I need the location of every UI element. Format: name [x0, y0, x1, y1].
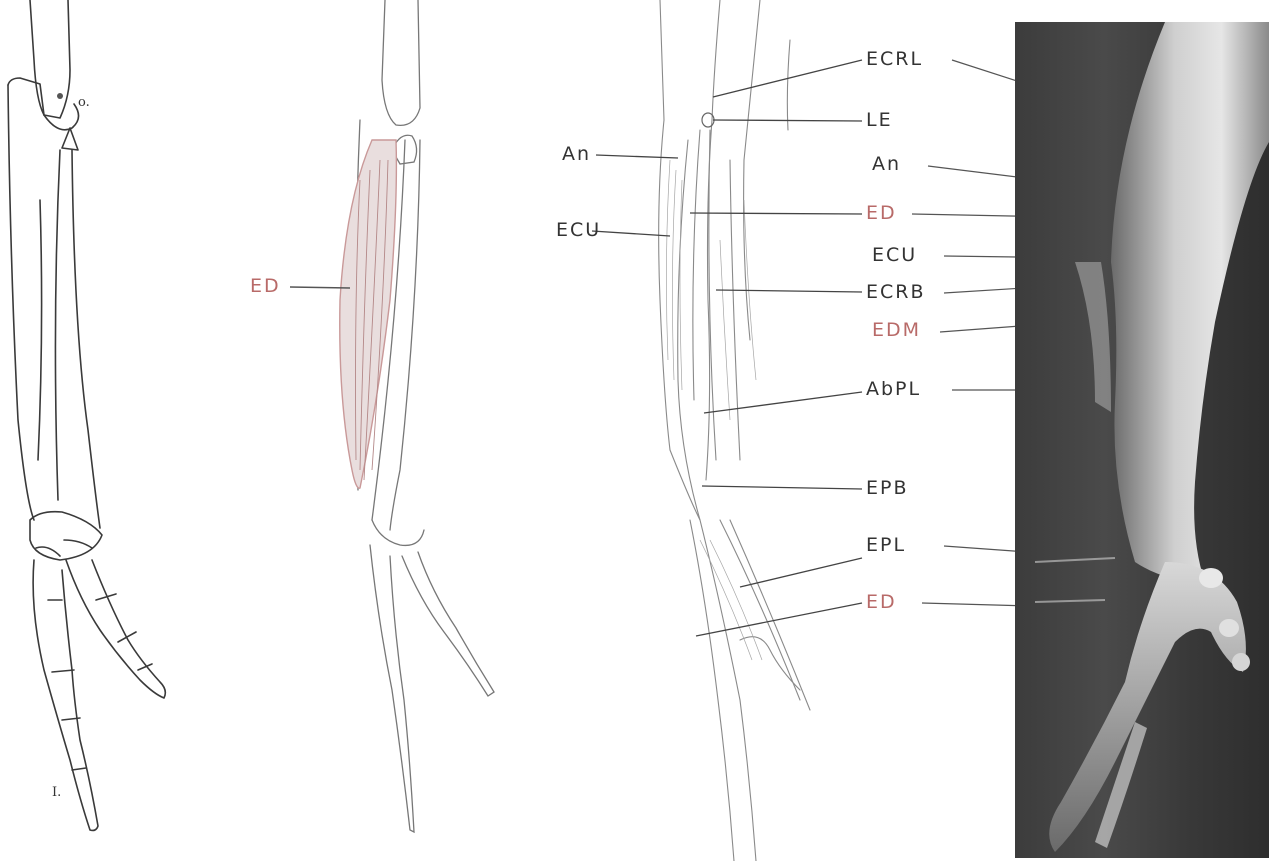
- ecu-label-right: ECU: [872, 246, 917, 265]
- ed-top-leader: [690, 213, 862, 214]
- an-label-right: An: [872, 155, 901, 174]
- an-label-left: An: [562, 145, 591, 164]
- le-leader: [713, 120, 862, 121]
- ecrb-leader: [716, 290, 862, 292]
- epl-label: EPL: [866, 536, 906, 555]
- le-label: LE: [866, 111, 893, 130]
- ecrb-label: ECRB: [866, 283, 926, 302]
- abpl-label: AbPL: [866, 380, 921, 399]
- ed-label-top: ED: [866, 204, 897, 223]
- ecu-label-left: ECU: [556, 221, 601, 240]
- an-left-leader: [596, 155, 678, 158]
- epb-leader: [702, 486, 862, 489]
- edm-label: EDM: [872, 321, 921, 340]
- epb-label: EPB: [866, 479, 909, 498]
- photograph-panel: [1015, 22, 1269, 858]
- epl-leader: [740, 558, 862, 587]
- abpl-leader: [704, 392, 862, 413]
- ed-label-bottom: ED: [866, 593, 897, 612]
- ecrl-label: ECRL: [866, 50, 923, 69]
- photograph-image: [1015, 22, 1269, 858]
